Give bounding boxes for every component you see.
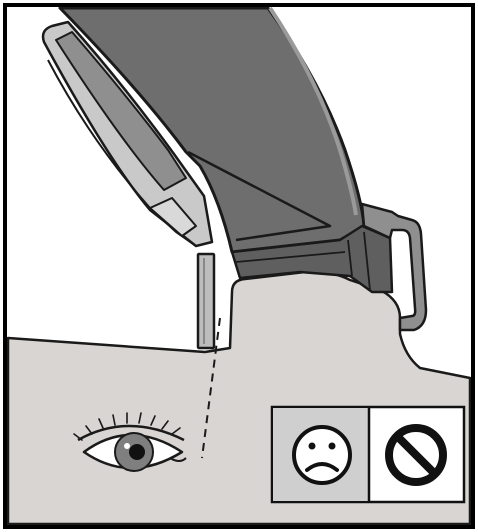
vertical-tab: [198, 254, 214, 348]
warning-panel: [272, 407, 464, 502]
sad-face-icon: [294, 427, 350, 483]
prohibited-icon: [389, 428, 443, 482]
